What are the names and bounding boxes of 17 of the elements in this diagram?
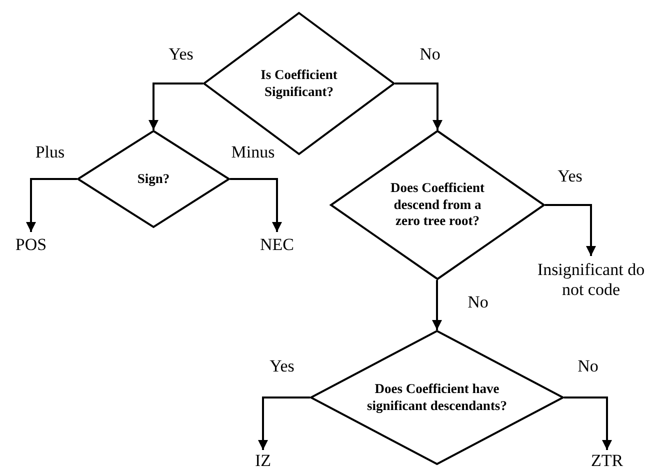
arrow	[26, 178, 77, 232]
arrow	[148, 82, 203, 130]
decision-question: Is Coefficient Significant?	[260, 66, 338, 100]
decision-question: Sign?	[136, 170, 171, 188]
arrow	[432, 280, 442, 330]
arrow	[258, 396, 310, 450]
decision-question: Does Coefficient have significant descendants?	[366, 380, 508, 414]
outcome-label: Insignificant do not code	[536, 260, 646, 300]
decision-question: Does Coefficient descend from a zero tree root?	[389, 180, 486, 230]
arrow	[395, 82, 442, 130]
outcome-label: POS	[15, 234, 47, 256]
arrow	[545, 204, 596, 256]
arrow	[564, 396, 612, 450]
arrow	[230, 178, 282, 232]
outcome-label: NEC	[260, 234, 294, 256]
outcome-label: IZ	[254, 451, 272, 472]
outcome-label: ZTR	[590, 451, 624, 472]
